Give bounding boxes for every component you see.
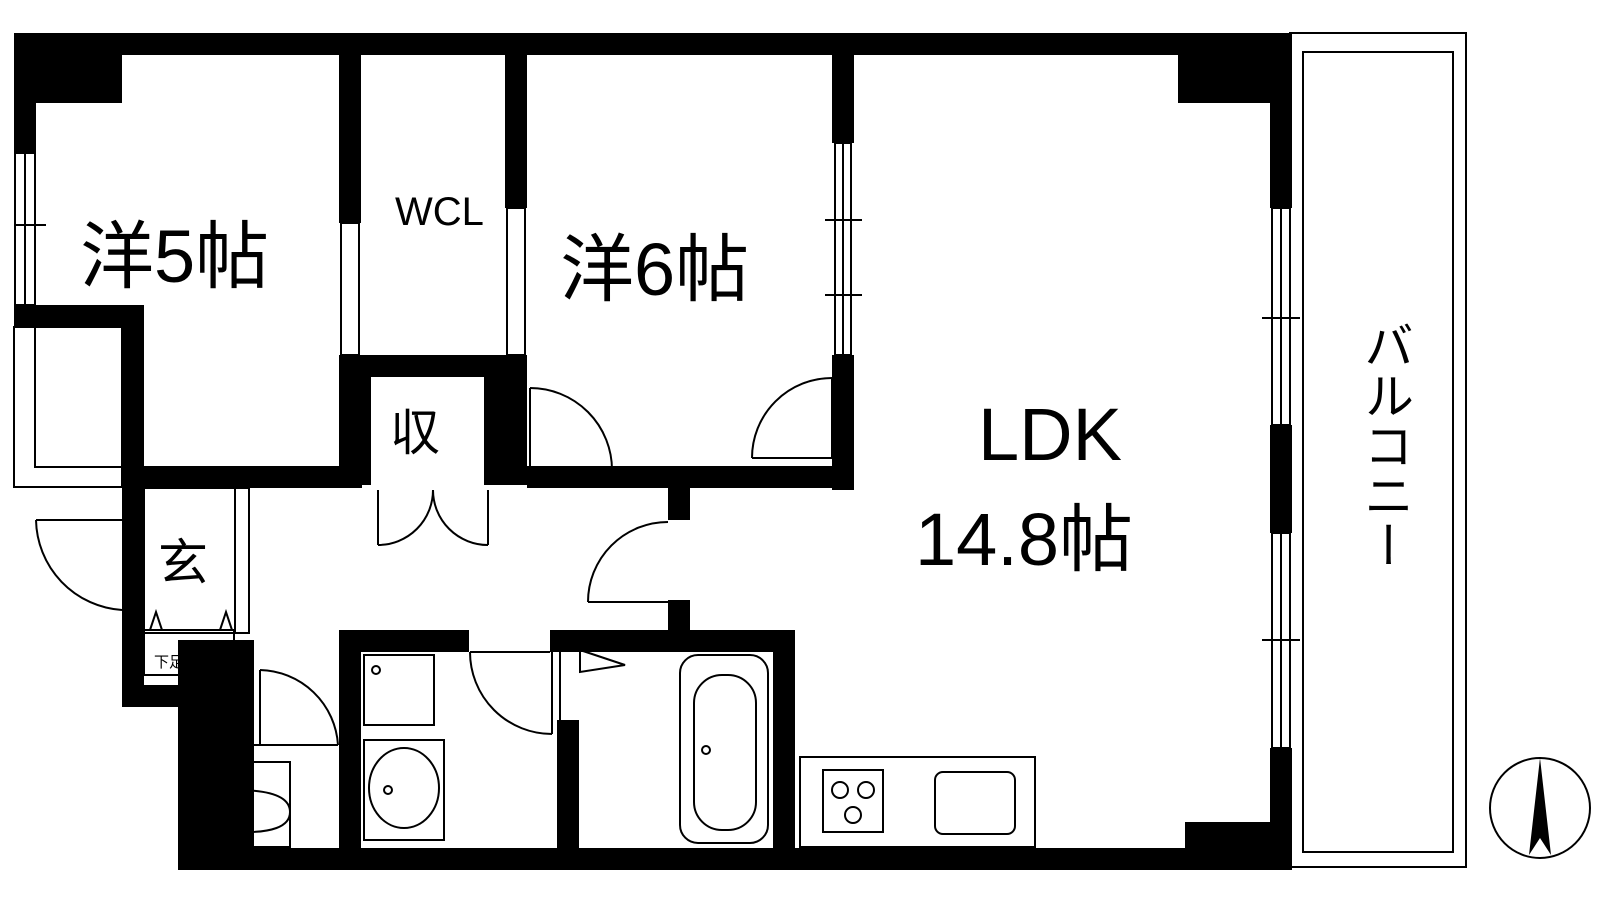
- washbasin: [363, 739, 445, 841]
- room-label-balcony: バルコニー: [1357, 320, 1413, 570]
- room-label-storage: 収: [390, 405, 440, 461]
- windows: [13, 142, 1300, 749]
- room-label-entrance: 玄: [158, 535, 208, 591]
- washing-machine-pan: [363, 654, 435, 726]
- fixtures: [143, 608, 1036, 848]
- room-label-western-5: 洋5帖: [80, 215, 269, 298]
- north-arrow-icon: [1489, 757, 1591, 859]
- room-label-shoe-box: 下足箱: [154, 654, 199, 671]
- balcony: [1289, 32, 1467, 868]
- doors: [35, 377, 833, 746]
- kitchen-counter: [799, 756, 1036, 848]
- walls: [14, 33, 1292, 870]
- toilet-room: [199, 761, 291, 848]
- shoe-box: [143, 629, 235, 676]
- sink-icon: [934, 771, 1016, 835]
- room-label-western-6: 洋6帖: [560, 228, 749, 311]
- stove-icon: [822, 769, 884, 833]
- room-label-ldk: LDK: [978, 393, 1122, 476]
- room-label-wcl: WCL: [395, 190, 484, 234]
- room-label-ldk-size: 14.8帖: [915, 498, 1133, 581]
- bathtub: [679, 654, 769, 844]
